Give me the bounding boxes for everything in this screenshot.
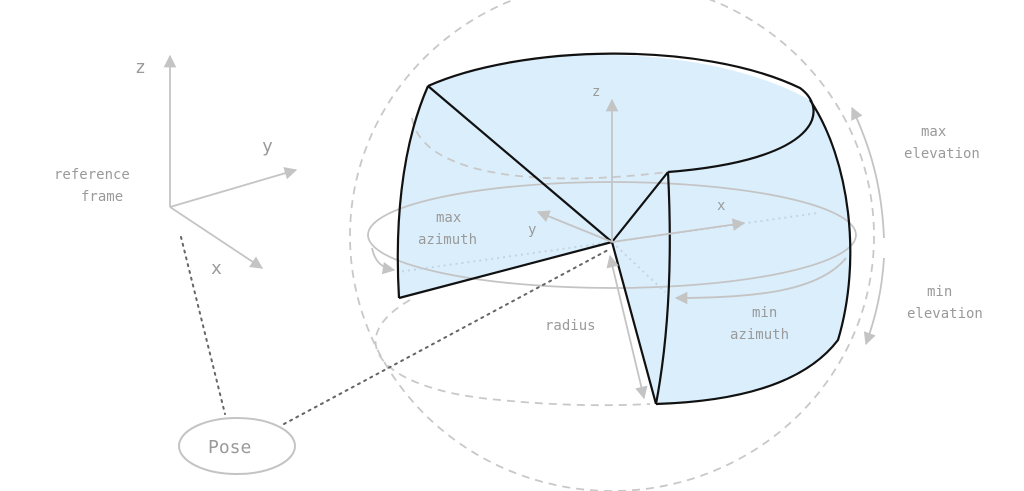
ref-y-label: y bbox=[262, 136, 273, 157]
min-azimuth-top-edge bbox=[611, 171, 669, 243]
region-y-axis bbox=[536, 210, 613, 243]
outer-right-edge bbox=[655, 99, 852, 406]
min-azimuth-vertical-edge bbox=[654, 171, 671, 405]
inner-dashed-arc bbox=[411, 117, 669, 180]
radius-arrow bbox=[606, 254, 648, 400]
reference-frame-label-2: frame bbox=[81, 189, 123, 205]
max-elevation-arrow bbox=[851, 106, 885, 239]
max-azimuth-bottom-edge bbox=[398, 240, 613, 300]
region-top-cap bbox=[427, 52, 815, 174]
max-elevation-label-2: elevation bbox=[904, 146, 980, 162]
radius-label: radius bbox=[545, 318, 596, 334]
min-azimuth-label-1: min bbox=[752, 305, 777, 321]
lower-dashed-arc bbox=[374, 299, 651, 407]
pose-to-region-link bbox=[283, 249, 609, 425]
max-azimuth-label-1: max bbox=[436, 210, 461, 226]
pose-to-frame-link bbox=[180, 236, 226, 415]
min-elevation-arrow bbox=[863, 257, 885, 346]
bounding-sphere bbox=[349, 0, 875, 491]
max-azimuth-label-2: azimuth bbox=[418, 232, 477, 248]
ref-x-axis bbox=[169, 206, 264, 269]
pose-label: Pose bbox=[208, 437, 251, 458]
outer-left-edge bbox=[396, 85, 430, 299]
min-azimuth-label-2: azimuth bbox=[730, 327, 789, 343]
max-azimuth-top-edge bbox=[427, 85, 613, 243]
max-elevation-label-1: max bbox=[921, 124, 946, 140]
max-azimuth-arrow bbox=[371, 247, 396, 275]
pose-node bbox=[178, 417, 296, 475]
region-y-label: y bbox=[528, 222, 536, 238]
ref-z-label: z bbox=[135, 57, 146, 78]
reference-frame-label-1: reference bbox=[54, 167, 130, 183]
min-elevation-label-1: min bbox=[927, 284, 952, 300]
region-x-label: x bbox=[717, 198, 725, 214]
region-outer-band bbox=[397, 55, 851, 404]
min-azimuth-arrow bbox=[674, 257, 847, 305]
region-z-label: z bbox=[592, 84, 600, 100]
region-x-axis bbox=[611, 218, 746, 243]
ref-y-axis bbox=[169, 167, 298, 208]
equator-dotted-left bbox=[397, 241, 613, 273]
min-elevation-label-2: elevation bbox=[907, 306, 983, 322]
ref-x-label: x bbox=[211, 258, 222, 279]
